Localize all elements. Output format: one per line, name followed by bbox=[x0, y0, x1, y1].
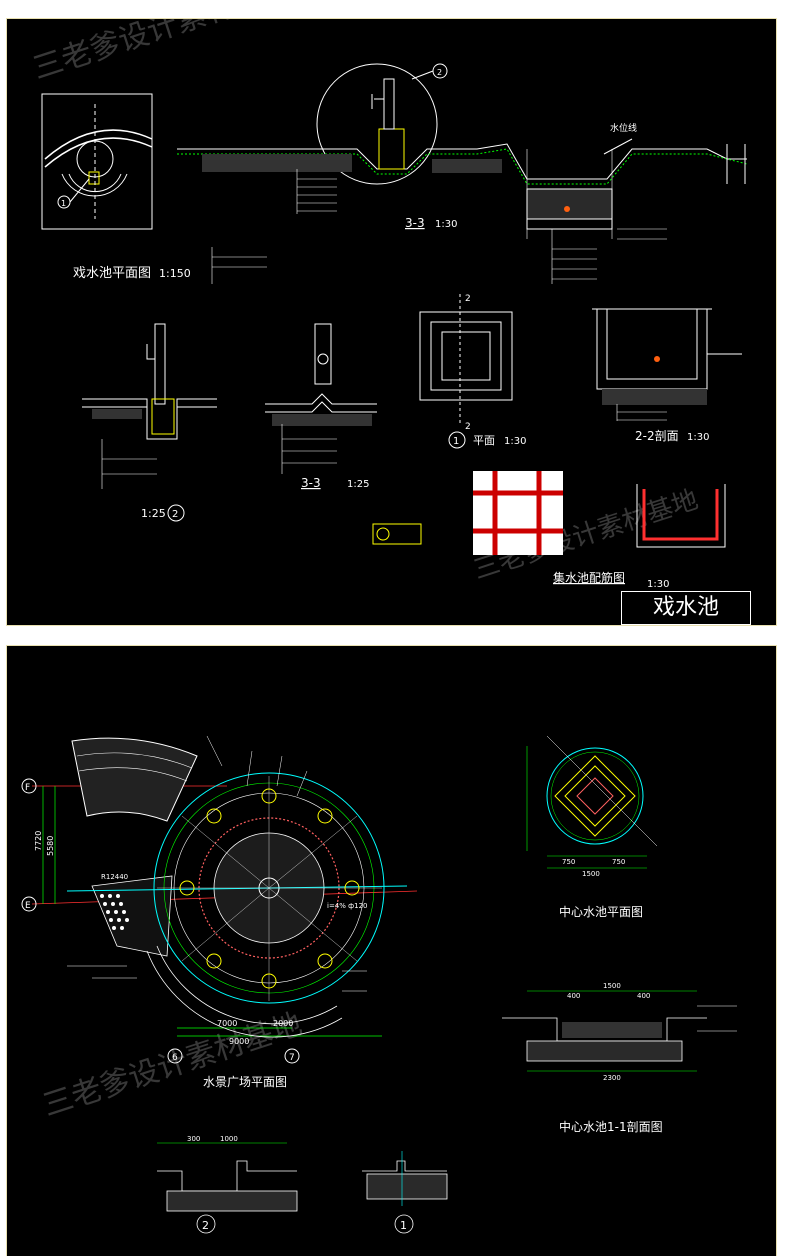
section-dim-2300: 2300 bbox=[603, 1074, 621, 1082]
section-dim-400a: 400 bbox=[567, 992, 580, 1000]
section33-title: 3-3 bbox=[405, 216, 425, 230]
sheet1-drawing: 三老爹设计素材基地 三老爹设计素材基地 戏水池平面图 1:150 1 bbox=[29, 19, 748, 590]
title-block: 戏水池 bbox=[621, 591, 751, 625]
watermark-text: 三老爹设计素材基地 bbox=[39, 1007, 307, 1124]
section-mark-2: 2 bbox=[465, 294, 471, 304]
pool-dim-750b: 750 bbox=[612, 858, 625, 866]
dim-9000: 9000 bbox=[229, 1037, 249, 1046]
section22-scale: 1:30 bbox=[687, 432, 709, 443]
slope-label: i=4% ф120 bbox=[327, 902, 368, 910]
plaza-detail-2 bbox=[157, 1142, 298, 1234]
wading-pool-plan-view bbox=[41, 93, 153, 230]
pool-plan-title: 中心水池平面图 bbox=[559, 904, 643, 919]
section-notes-leaders bbox=[211, 169, 667, 284]
dim-5580: 5580 bbox=[46, 836, 55, 856]
pool-dim-1500: 1500 bbox=[582, 870, 600, 878]
detail1-marker: 1 bbox=[400, 1219, 407, 1232]
detail-2-fountain bbox=[82, 323, 217, 522]
radius-label: R12440 bbox=[101, 873, 128, 881]
axis-bubbles bbox=[21, 778, 300, 1064]
dot-grid bbox=[100, 894, 129, 930]
section-3-3-long bbox=[177, 63, 748, 239]
section-mark-2: 2 bbox=[465, 422, 471, 432]
plan-view-title: 戏水池平面图 bbox=[73, 266, 151, 281]
plaza-leaders bbox=[67, 735, 367, 992]
axis-label-7: 7 bbox=[289, 1053, 295, 1063]
plan-view-scale: 1:150 bbox=[159, 267, 191, 280]
watermark-text: 三老爹设计素材基地 bbox=[29, 19, 297, 87]
center-pool-plan bbox=[526, 735, 658, 869]
plan1-title: 平面 bbox=[473, 434, 495, 447]
detail-dim-300: 300 bbox=[187, 1135, 200, 1143]
rebar-plan bbox=[473, 471, 563, 555]
rebar-title: 集水池配筋图 bbox=[553, 570, 625, 585]
plan1-scale: 1:30 bbox=[504, 436, 526, 447]
axis-label-6: 6 bbox=[172, 1053, 178, 1063]
radial-lines bbox=[157, 776, 382, 1001]
section-3-3-detail bbox=[265, 323, 377, 474]
plan1-marker: 1 bbox=[453, 436, 459, 447]
drawing-sheet-wading-pool: 三老爹设计素材基地 三老爹设计素材基地 戏水池平面图 1:150 1 bbox=[6, 18, 777, 626]
section-2-2 bbox=[592, 308, 742, 421]
planter-circles bbox=[179, 788, 360, 989]
section-dim-400b: 400 bbox=[637, 992, 650, 1000]
valve-icon bbox=[564, 206, 570, 212]
detail2-marker: 2 bbox=[202, 1219, 209, 1232]
plaza-plan-title: 水景广场平面图 bbox=[203, 1075, 287, 1089]
axis-label-e: E bbox=[25, 901, 31, 911]
detail-dim-1000: 1000 bbox=[220, 1135, 238, 1143]
rebar-section-outline bbox=[636, 484, 726, 548]
collector-plan-view bbox=[419, 294, 513, 449]
plaza-detail-1 bbox=[362, 1151, 448, 1234]
dimension-lines bbox=[42, 786, 382, 1037]
sheet2-drawing: 三老爹设计素材基地 F E 6 7 7720 5580 7000 2000 90… bbox=[21, 735, 737, 1234]
dim-7720: 7720 bbox=[34, 831, 43, 851]
water-plaza-plan bbox=[66, 737, 408, 1038]
water-level-label: 水位线 bbox=[610, 122, 637, 134]
section22-title: 2-2剖面 bbox=[635, 429, 679, 443]
dim-7000: 7000 bbox=[217, 1019, 237, 1028]
rebar-section bbox=[642, 489, 719, 541]
pool-section-title: 中心水池1-1剖面图 bbox=[559, 1119, 663, 1134]
rebar-scale: 1:30 bbox=[647, 579, 669, 590]
drawing-sheet-water-plaza: 三老爹设计素材基地 F E 6 7 7720 5580 7000 2000 90… bbox=[6, 645, 777, 1256]
section33-scale: 1:30 bbox=[435, 219, 457, 230]
detail2-scale: 1:25 bbox=[141, 507, 166, 520]
section33b-scale: 1:25 bbox=[347, 479, 369, 490]
pool-dim-750a: 750 bbox=[562, 858, 575, 866]
axis-label-f: F bbox=[25, 783, 30, 793]
center-pool-section bbox=[502, 990, 737, 1072]
legend-box bbox=[372, 523, 422, 545]
callout-marker: 2 bbox=[437, 68, 442, 77]
detail2-marker: 2 bbox=[172, 509, 178, 520]
plan-marker: 1 bbox=[61, 199, 66, 208]
section-dim-1500: 1500 bbox=[603, 982, 621, 990]
valve-icon bbox=[654, 356, 660, 362]
section33b-title: 3-3 bbox=[301, 476, 321, 490]
legend-icon bbox=[376, 527, 390, 541]
